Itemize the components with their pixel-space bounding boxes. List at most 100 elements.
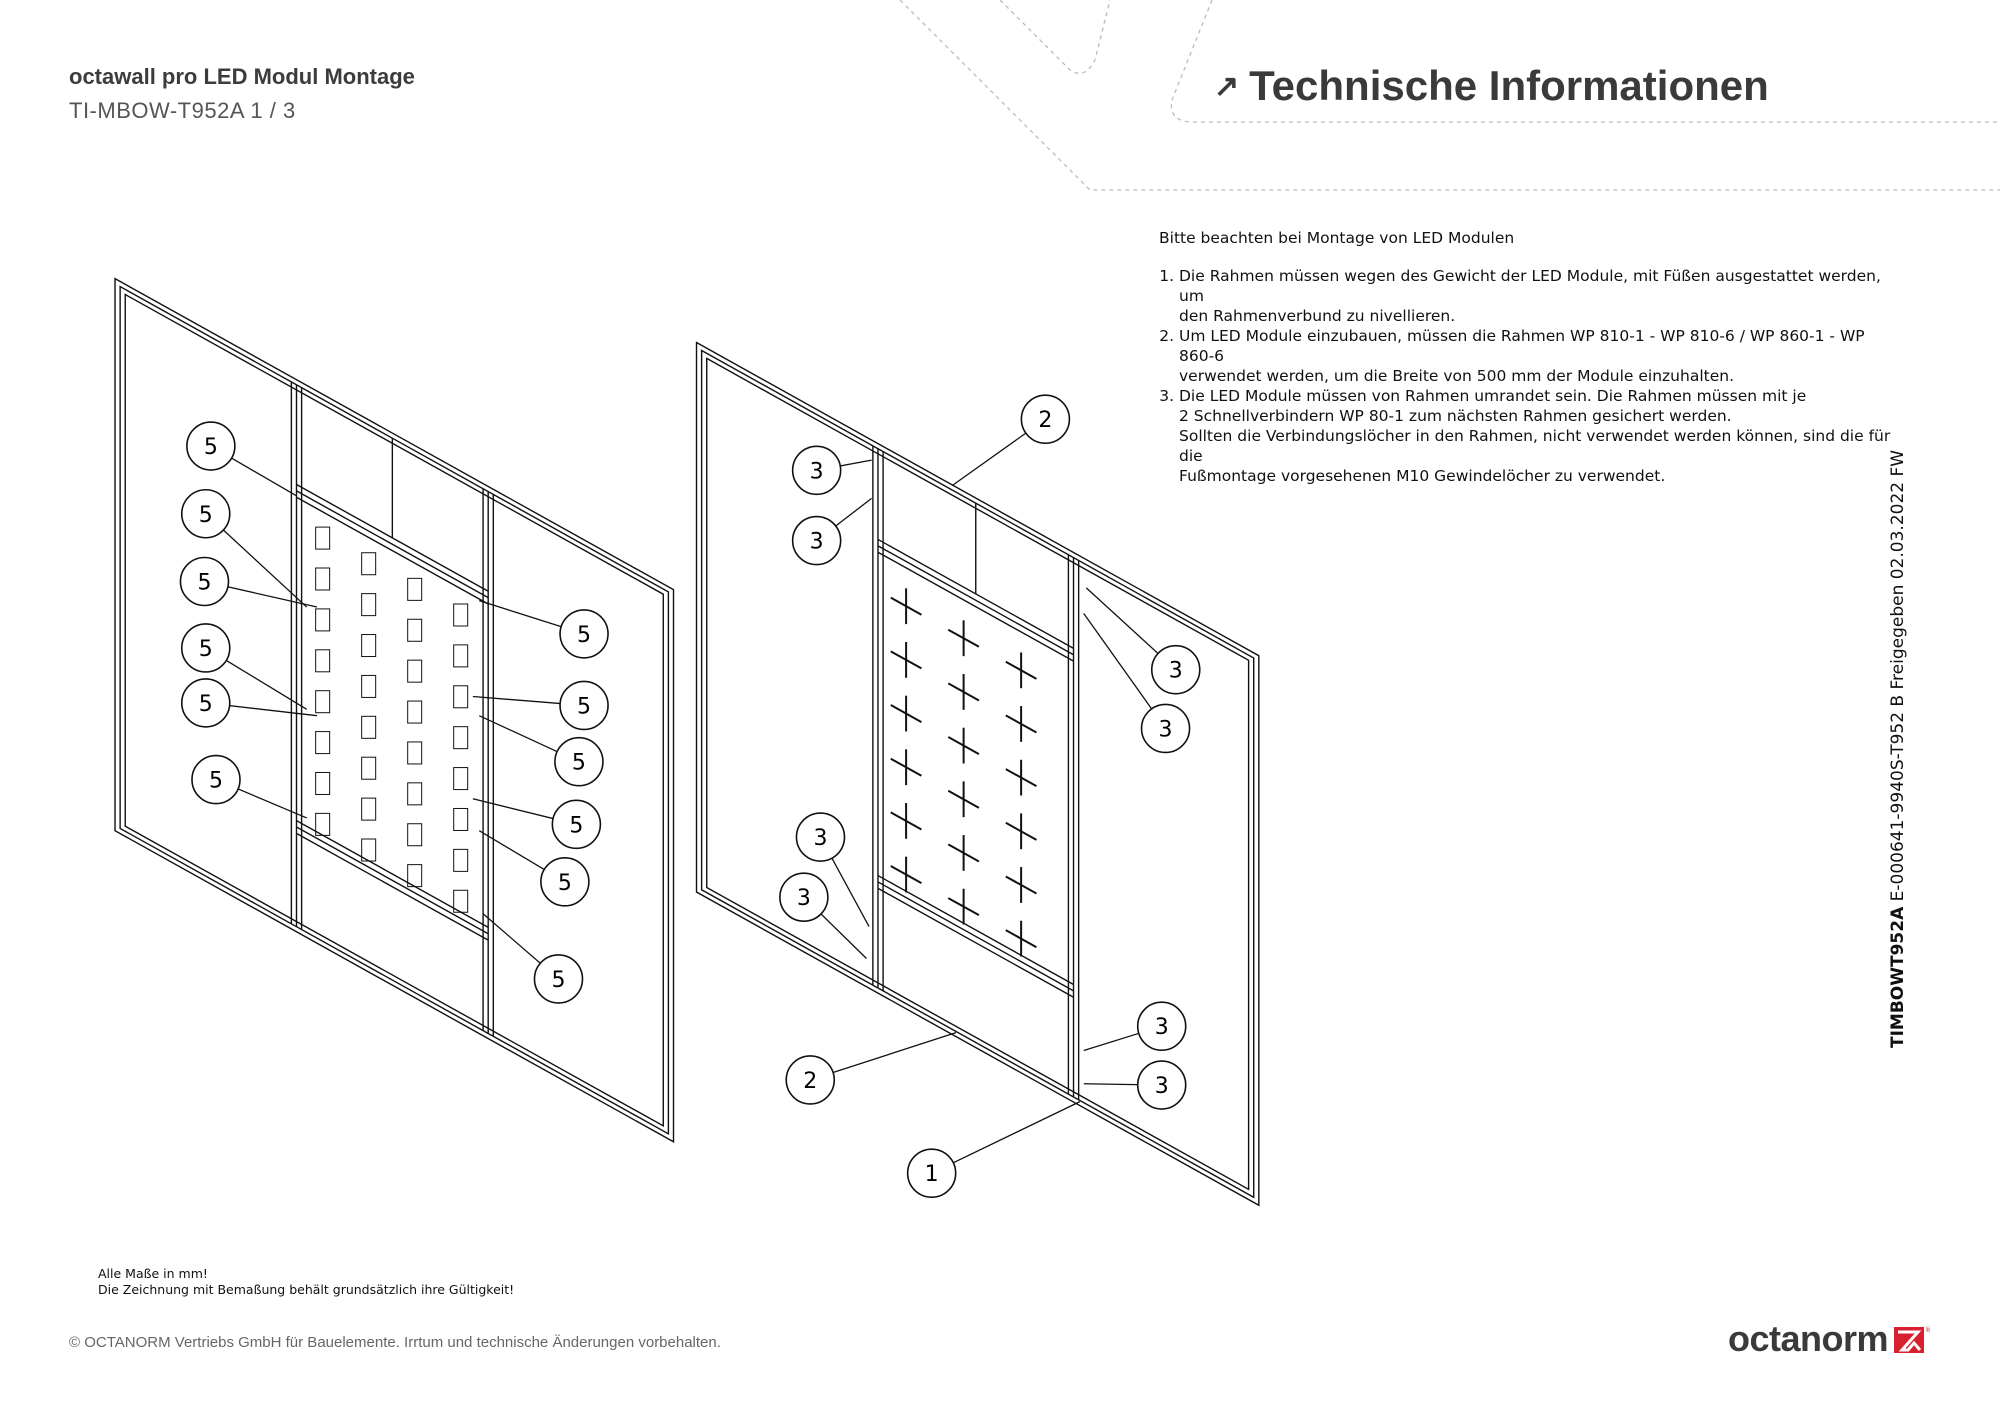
- callout-circle: [1020, 394, 1071, 444]
- note-line: Die LED Module müssen von Rahmen umrande…: [1179, 387, 1807, 405]
- note-line: Die Rahmen müssen wegen des Gewicht der …: [1179, 267, 1881, 305]
- callout-number: 3: [810, 530, 824, 555]
- note-line: Fußmontage vorgesehenen M10 Gewindelöche…: [1179, 467, 1666, 485]
- callout-part: 3: [791, 497, 872, 566]
- callout-circle: [1136, 1001, 1187, 1052]
- callout-number: 5: [577, 694, 591, 719]
- note-line: 2 Schnellverbindern WP 80-1 zum nächsten…: [1179, 407, 1732, 425]
- document-number: TI-MBOW-T952A 1 / 3: [69, 98, 296, 123]
- footer-notes: Alle Maße in mm! Die Zeichnung mit Bemaß…: [98, 1266, 514, 1298]
- header-decoration: [899, 0, 2000, 191]
- callout-circle: [180, 623, 231, 673]
- drawing-code: TIMBOWT952A: [1888, 906, 1908, 1048]
- callout-number: 5: [204, 435, 218, 460]
- units-note: Alle Maße in mm!: [98, 1266, 208, 1281]
- note-line: Sollten die Verbindungslöcher in den Rah…: [1179, 427, 1891, 465]
- callout-number: 2: [803, 1069, 817, 1094]
- document-title: octawall pro LED Modul Montage: [69, 64, 415, 89]
- callout-part-5: 5: [478, 715, 604, 787]
- callout-number: 5: [197, 570, 211, 595]
- callout-part: 3: [1085, 587, 1201, 695]
- callout-part: 3: [1083, 613, 1191, 754]
- note-item: Die Rahmen müssen wegen des Gewicht der …: [1179, 266, 1899, 326]
- left-frame-assembly: [114, 277, 675, 1143]
- callout-number: 5: [572, 751, 586, 776]
- callout-part-5: 5: [180, 678, 318, 728]
- note-line: den Rahmenverbund zu nivellieren.: [1179, 307, 1456, 325]
- callout-circle: [554, 736, 604, 787]
- section-heading: ↗ Technische Informationen: [1214, 62, 1769, 110]
- section-title: Technische Informationen: [1249, 62, 1769, 109]
- callout-part-5: 5: [186, 421, 297, 497]
- callout-part-5: 5: [472, 798, 602, 850]
- assembly-notes: Bitte beachten bei Montage von LED Modul…: [1159, 228, 1899, 486]
- validity-note: Die Zeichnung mit Bemaßung behält grunds…: [98, 1282, 515, 1297]
- callout-circle: [906, 1148, 957, 1199]
- callout-part: 3: [791, 445, 872, 496]
- callout-circle: [186, 421, 236, 471]
- callout-number: 3: [810, 459, 824, 484]
- note-item: Um LED Module einzubauen, müssen die Rah…: [1179, 326, 1899, 386]
- callout-number: 3: [1155, 1015, 1169, 1040]
- callout-circle: [559, 680, 609, 731]
- callout-circle: [180, 678, 231, 728]
- octanorm-logo: octanorm ®: [1728, 1318, 1930, 1360]
- callout-circle: [191, 754, 241, 805]
- note-line: verwendet werden, um die Breite von 500 …: [1179, 367, 1734, 385]
- callout-number: 1: [925, 1162, 939, 1187]
- callout-number: 3: [797, 886, 811, 911]
- callout-part: 3: [779, 872, 867, 959]
- callout-circle: [540, 857, 590, 907]
- callout-number: 3: [1159, 717, 1173, 742]
- copyright: © OCTANORM Vertriebs GmbH für Bauelement…: [69, 1334, 721, 1351]
- callout-circle: [779, 872, 829, 922]
- callout-part: 3: [1083, 1001, 1187, 1052]
- callout-number: 5: [199, 692, 213, 717]
- callout-part-5: 5: [180, 488, 308, 608]
- callout-circle: [1150, 644, 1201, 695]
- callout-circle: [1136, 1060, 1187, 1110]
- leader-line: [931, 1101, 1081, 1174]
- callout-number: 2: [1038, 408, 1052, 433]
- callout-circle: [179, 556, 230, 607]
- arrow-up-right-icon: ↗: [1214, 69, 1240, 103]
- frame-panels: [114, 277, 1260, 1207]
- callout-number: 3: [813, 826, 827, 851]
- callout-part: 2: [785, 1032, 957, 1105]
- callout-circle: [791, 515, 842, 566]
- callout-circle: [180, 488, 231, 539]
- callout-part-5: 5: [478, 830, 590, 907]
- callout-circle: [791, 445, 842, 496]
- callout-part-5: 5: [482, 913, 584, 1004]
- notes-list: Die Rahmen müssen wegen des Gewicht der …: [1159, 266, 1899, 486]
- callout-number: 5: [551, 968, 565, 993]
- note-item: Die LED Module müssen von Rahmen umrande…: [1179, 386, 1899, 486]
- release-label: TIMBOWT952A E-000641-9940S-T952 B Freige…: [1888, 450, 1908, 1048]
- callout-number: 3: [1169, 659, 1183, 684]
- callout-number: 5: [209, 769, 223, 794]
- logo-text: octanorm: [1728, 1318, 1889, 1359]
- callout-number: 5: [577, 623, 591, 648]
- callout-number: 5: [199, 637, 213, 662]
- callout-part-5: 5: [472, 680, 609, 731]
- leader-line: [810, 1032, 957, 1081]
- notes-intro: Bitte beachten bei Montage von LED Modul…: [1159, 229, 1515, 247]
- callout-part: 2: [951, 394, 1071, 487]
- callout-part-5: 5: [179, 556, 318, 608]
- svg-text:®: ®: [1925, 1326, 1930, 1334]
- callout-circle: [795, 812, 846, 862]
- callout-part-5: 5: [191, 754, 307, 819]
- callout-circle: [551, 799, 602, 850]
- callout-number: 5: [569, 813, 583, 838]
- callout-part-5: 5: [479, 600, 609, 659]
- callout-circle: [533, 954, 584, 1004]
- callout-number: 5: [558, 871, 572, 896]
- callout-number: 3: [1155, 1074, 1169, 1099]
- callout-part-5: 5: [180, 623, 308, 710]
- callout-circle: [785, 1055, 836, 1105]
- right-frame-assembly: [695, 341, 1260, 1207]
- callout-part: 3: [1083, 1060, 1187, 1110]
- callout-circle: [559, 609, 609, 659]
